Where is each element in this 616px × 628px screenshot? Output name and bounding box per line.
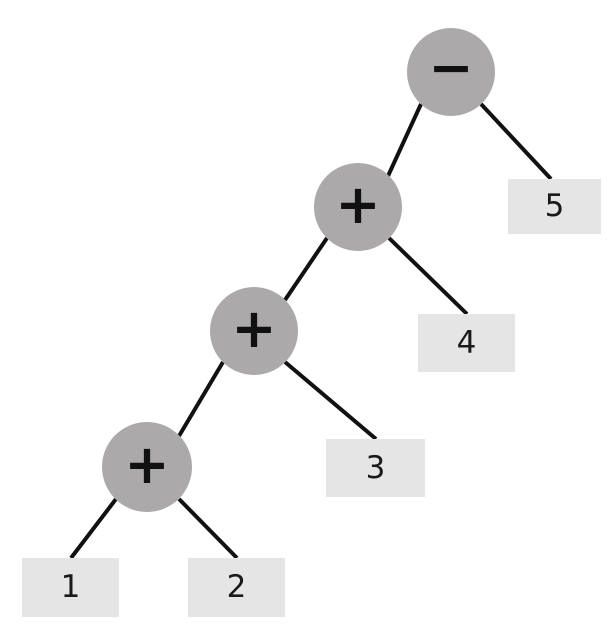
leaf-label: 5 — [544, 188, 565, 224]
leaf-node-5[interactable]: 5 — [508, 179, 601, 234]
leaf-label: 3 — [365, 449, 386, 486]
tree-edge — [69, 497, 118, 560]
tree-edge — [177, 360, 225, 438]
plus-icon: + — [124, 433, 170, 496]
operator-node-minus[interactable]: − — [407, 28, 495, 116]
leaf-node-3[interactable]: 3 — [326, 439, 425, 497]
operator-node-plus[interactable]: + — [314, 163, 402, 251]
leaf-label: 2 — [226, 569, 247, 605]
operator-node-plus[interactable]: + — [210, 287, 298, 375]
plus-icon: + — [335, 173, 381, 236]
tree-edge — [479, 102, 553, 181]
leaf-label: 4 — [456, 324, 477, 361]
tree-edge — [387, 236, 469, 316]
plus-icon: + — [231, 297, 277, 360]
leaf-node-1[interactable]: 1 — [22, 558, 119, 617]
tree-edge — [283, 236, 329, 302]
leaf-label: 1 — [60, 569, 81, 605]
tree-edge — [177, 497, 239, 560]
minus-icon: − — [428, 36, 474, 99]
operator-node-plus[interactable]: + — [102, 422, 192, 512]
tree-edge — [283, 360, 378, 441]
tree-edge — [386, 103, 423, 177]
leaf-node-2[interactable]: 2 — [188, 558, 285, 617]
leaf-node-4[interactable]: 4 — [418, 314, 515, 372]
